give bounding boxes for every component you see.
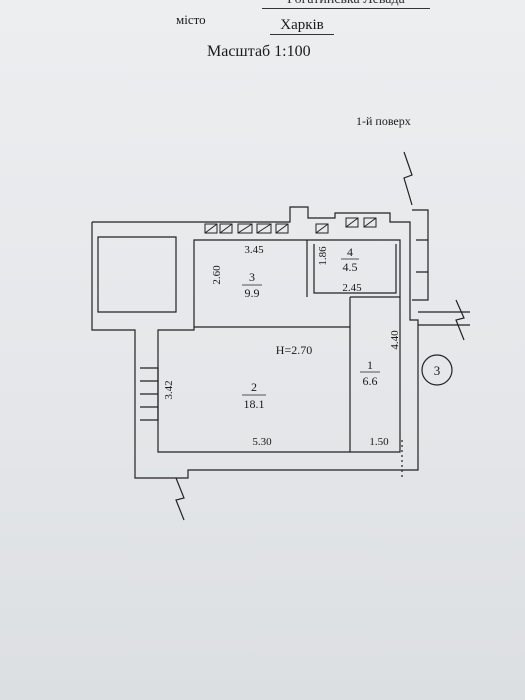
room-2-number: 2 — [251, 380, 257, 394]
break-line-bottom — [175, 477, 185, 521]
floor-label: 1-й поверх — [356, 114, 411, 128]
room-3-number: 3 — [249, 270, 255, 284]
city-name: Харків — [270, 17, 334, 35]
room-4-area: 4.5 — [343, 260, 358, 274]
dim-room2-depth: 3.42 — [163, 380, 175, 399]
room-3-area: 9.9 — [245, 286, 260, 300]
dim-room3-width: 3.45 — [244, 244, 264, 256]
dim-corridor-length: 4.40 — [389, 330, 401, 350]
room-1-number: 1 — [367, 358, 373, 372]
room-2-area: 18.1 — [244, 397, 265, 411]
break-line-top — [403, 151, 413, 206]
city-label: місто — [176, 12, 206, 27]
street-name: Рогатинська Левада — [262, 0, 430, 9]
left-wall — [91, 222, 136, 462]
section-marker-number: 3 — [434, 363, 441, 378]
dim-room2-width: 5.30 — [252, 436, 272, 448]
room4-wall — [313, 244, 397, 294]
inner-left-block — [97, 236, 177, 313]
right-column — [412, 209, 429, 301]
section-marker-circle — [421, 354, 453, 386]
dim-room3-depth: 2.60 — [211, 265, 223, 285]
break-line-right — [455, 299, 465, 341]
room-1-area: 6.6 — [363, 374, 378, 388]
scale-label: Масштаб 1:100 — [207, 43, 311, 60]
room-4-number: 4 — [347, 245, 353, 259]
height-label: H=2.70 — [276, 343, 312, 357]
dim-room4-width: 2.45 — [342, 282, 362, 294]
stair — [140, 367, 159, 421]
outer-wall — [92, 206, 419, 479]
dim-corridor-width: 1.50 — [369, 436, 389, 448]
interior-wall — [157, 239, 401, 453]
dim-room4-depth: 1.86 — [317, 246, 329, 266]
right-column-mark — [416, 239, 428, 273]
